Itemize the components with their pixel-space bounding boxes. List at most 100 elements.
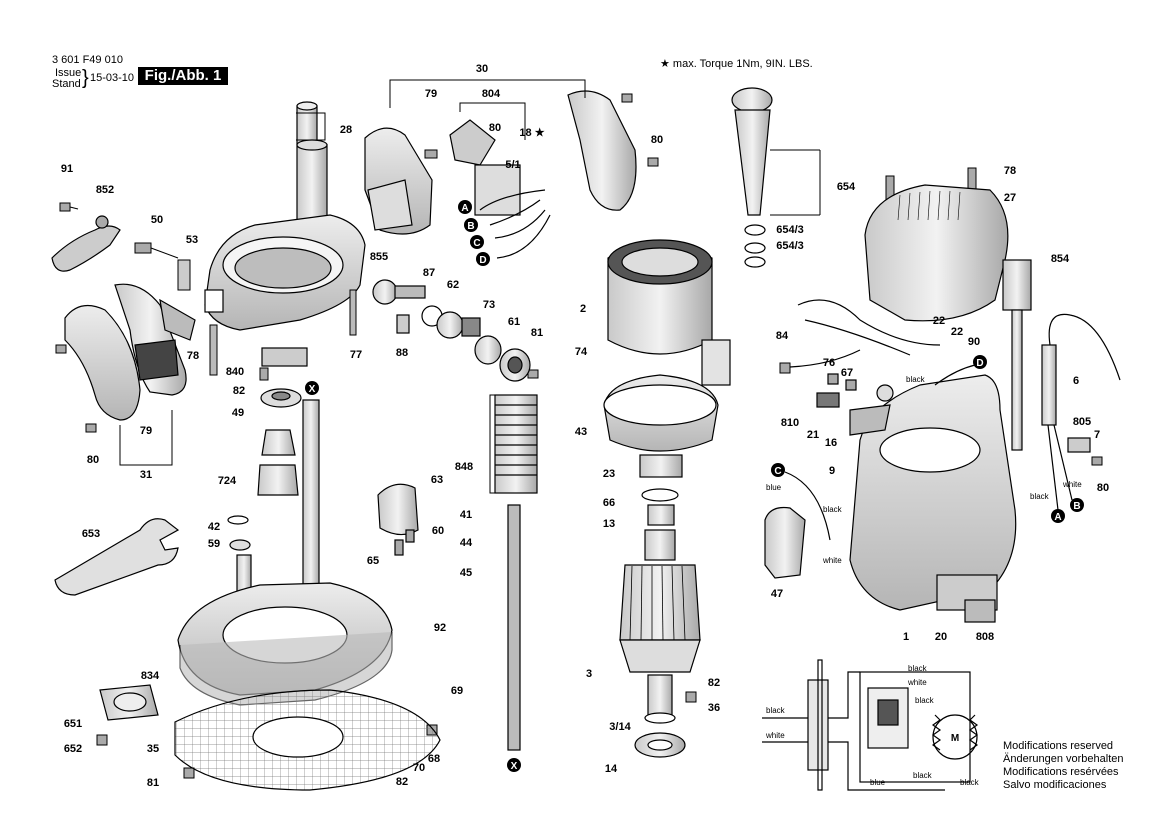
callout-805: 805	[1073, 416, 1091, 428]
callout-654-3: 654/3	[776, 240, 804, 252]
callout-22: 22	[951, 326, 963, 338]
callout-810: 810	[781, 417, 799, 429]
issue-date: 15-03-10	[90, 72, 135, 84]
modifications-line-fr: Modifications resérvées	[1003, 766, 1119, 778]
callout-834: 834	[141, 670, 160, 682]
callout-3-14: 3/14	[609, 721, 631, 733]
internal-wires	[479, 189, 976, 541]
marker-a: A	[461, 203, 468, 214]
modifications-notice: Modifications reserved Änderungen vorbeh…	[1003, 740, 1123, 792]
cable-clip-852	[51, 215, 121, 272]
switch-and-cover-group	[364, 90, 637, 235]
callout-6: 6	[1073, 375, 1079, 387]
callout-43: 43	[575, 426, 587, 438]
callout-87: 87	[423, 267, 435, 279]
marker-b: B	[467, 221, 474, 232]
callout-labels: 28 30 79 804 80 18 ★ 80 5/1 91 852 50 53…	[61, 63, 1109, 789]
motor-symbol-m: M	[951, 733, 959, 744]
callout-9: 9	[829, 465, 835, 477]
marker-x: X	[511, 761, 518, 772]
connection-markers: A B C D D C A B X X M	[305, 200, 1084, 772]
torque-note: ★ max. Torque 1Nm, 9IN. LBS.	[660, 58, 813, 70]
wire-label-white: white	[1062, 480, 1082, 489]
callout-23: 23	[603, 468, 615, 480]
callout-2: 2	[580, 303, 586, 315]
callout-76: 76	[823, 357, 835, 369]
screws	[55, 93, 1103, 779]
issue-label: Issue	[55, 67, 82, 79]
callout-81: 81	[531, 327, 543, 339]
wire-color-labels: black blue black white black white black…	[765, 375, 1082, 787]
callout-47: 47	[771, 588, 783, 600]
callout-16: 16	[825, 437, 837, 449]
callout-50: 50	[151, 214, 163, 226]
marker-c: C	[473, 238, 480, 249]
callout-78: 78	[1004, 165, 1016, 177]
wire-label-black: black	[766, 706, 786, 715]
marker-x: X	[309, 384, 316, 395]
callout-49: 49	[232, 407, 244, 419]
wiring-schematic	[762, 659, 979, 791]
wire-label-black: black	[960, 778, 980, 787]
motor-group	[603, 239, 731, 758]
callout-18: 18 ★	[519, 127, 544, 139]
callout-28: 28	[340, 124, 352, 136]
callout-651: 651	[64, 718, 82, 730]
brace: }	[82, 67, 89, 89]
callout-855: 855	[370, 251, 388, 263]
callout-848: 848	[455, 461, 473, 473]
wire-label-black: black	[823, 505, 843, 514]
wire-label-white: white	[907, 678, 927, 687]
callout-42: 42	[208, 521, 220, 533]
callout-66: 66	[603, 497, 615, 509]
document-number: 3 601 F49 010	[52, 54, 123, 66]
callout-20: 20	[935, 631, 947, 643]
callout-7: 7	[1094, 429, 1100, 441]
callout-44: 44	[460, 537, 473, 549]
callout-79: 79	[425, 88, 437, 100]
callout-80: 80	[651, 134, 663, 146]
callout-63: 63	[431, 474, 443, 486]
callout-84: 84	[776, 330, 789, 342]
figure-label: Fig./Abb. 1	[138, 67, 228, 85]
callout-852: 852	[96, 184, 114, 196]
callout-36: 36	[708, 702, 720, 714]
callout-653: 653	[82, 528, 100, 540]
stand-label: Stand	[52, 78, 81, 90]
callout-652: 652	[64, 743, 82, 755]
collet-parts	[257, 347, 308, 496]
callout-31: 31	[140, 469, 152, 481]
base-plate-group	[99, 399, 441, 791]
callout-80: 80	[1097, 482, 1109, 494]
callout-1: 1	[903, 631, 909, 643]
marker-a: A	[1054, 512, 1061, 523]
wire-label-blue: blue	[870, 778, 886, 787]
callout-82: 82	[233, 385, 245, 397]
wire-label-black: black	[913, 771, 933, 780]
callout-67: 67	[841, 367, 853, 379]
wire-label-blue: blue	[766, 483, 782, 492]
callout-27: 27	[1004, 192, 1016, 204]
callout-77: 77	[350, 349, 362, 361]
modifications-line-de: Änderungen vorbehalten	[1003, 753, 1124, 765]
right-housing-group	[731, 87, 1121, 623]
callout-88: 88	[396, 347, 408, 359]
callout-59: 59	[208, 538, 220, 550]
callout-73: 73	[483, 299, 495, 311]
callout-30: 30	[476, 63, 488, 75]
wrench-653	[54, 518, 180, 596]
wire-label-black: black	[1030, 492, 1050, 501]
marker-c: C	[774, 466, 781, 477]
marker-d: D	[976, 358, 983, 369]
callout-79: 79	[140, 425, 152, 437]
callout-91: 91	[61, 163, 73, 175]
callout-62: 62	[447, 279, 459, 291]
drive-parts-group	[372, 279, 531, 382]
callout-82: 82	[396, 776, 408, 788]
callout-81: 81	[147, 777, 159, 789]
callout-3: 3	[586, 668, 592, 680]
callout-65: 65	[367, 555, 379, 567]
callout-69: 69	[451, 685, 463, 697]
marker-b: B	[1073, 501, 1080, 512]
